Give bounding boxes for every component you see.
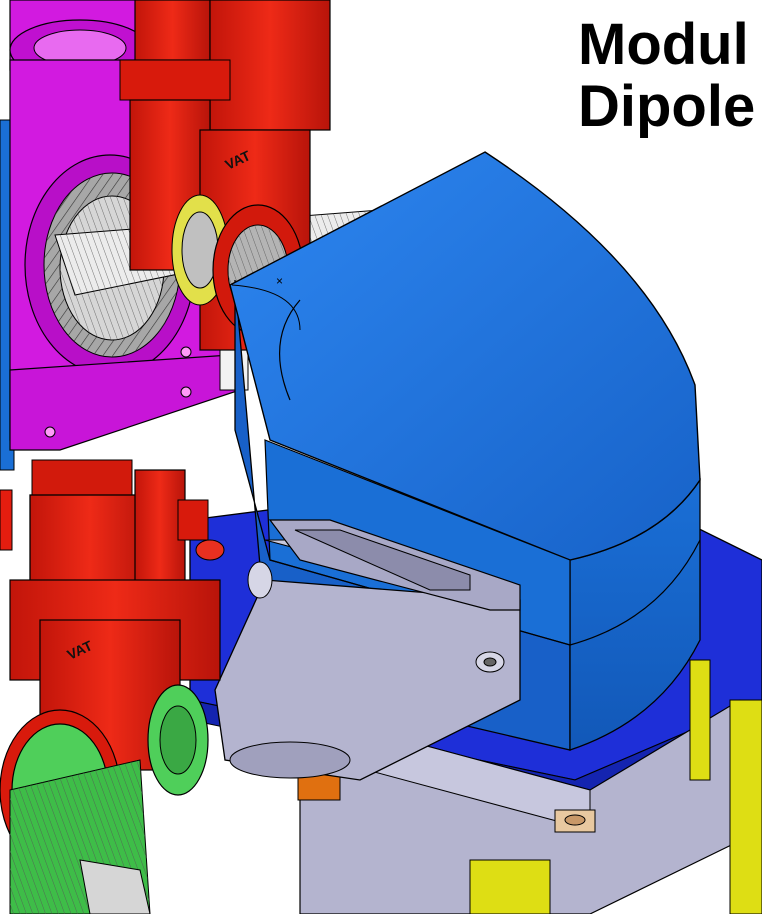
yellow-stand xyxy=(469,659,762,914)
extraction-chamber xyxy=(214,519,521,781)
magnet-marker: × xyxy=(276,274,283,288)
green-flange xyxy=(0,709,151,914)
title-line-1: Modul xyxy=(578,14,749,77)
title-line-2: Dipole xyxy=(578,74,756,138)
slide-title: Modul Dipole xyxy=(578,14,762,138)
